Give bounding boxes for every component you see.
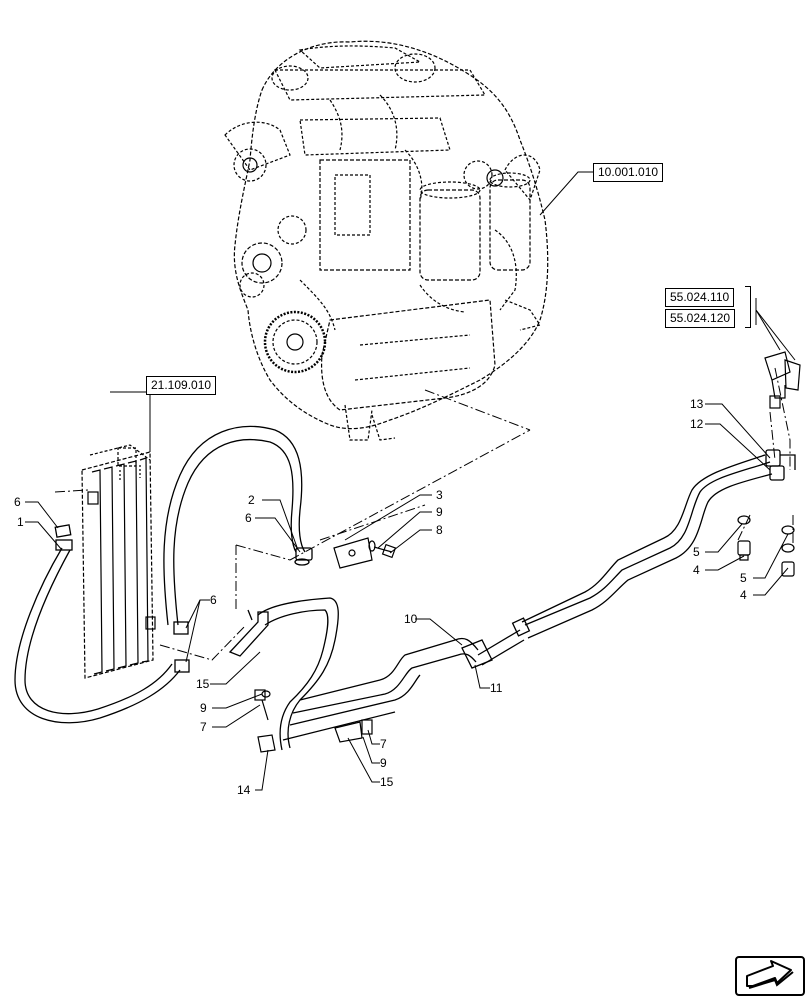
- callout-7-left: 7: [200, 720, 207, 734]
- reference-cooler[interactable]: 21.109.010: [146, 376, 217, 395]
- reference-valve-b[interactable]: 55.024.120: [665, 309, 736, 328]
- callout-14: 14: [237, 783, 251, 797]
- callout-10: 10: [404, 612, 418, 626]
- callout-11: 11: [490, 681, 503, 695]
- callout-6-hose-end: 6: [245, 511, 252, 525]
- reference-valve-a[interactable]: 55.024.110: [665, 288, 735, 307]
- callout-13: 13: [690, 397, 704, 411]
- callout-8: 8: [436, 523, 443, 537]
- reference-bracket: [745, 286, 751, 328]
- callout-2: 2: [248, 493, 255, 507]
- callout-4-left: 4: [693, 563, 700, 577]
- callout-5-left: 5: [693, 545, 700, 559]
- callout-15-right: 15: [380, 775, 394, 789]
- hoses: [14, 425, 313, 724]
- callout-9-right: 9: [380, 756, 387, 770]
- callout-6-top-left: 6: [14, 495, 21, 509]
- callout-9-bracket: 9: [436, 505, 443, 519]
- assembly-centerlines: [54, 367, 794, 661]
- callout-1: 1: [17, 515, 24, 529]
- callout-3: 3: [436, 488, 443, 502]
- callout-5-right: 5: [740, 571, 747, 585]
- callout-12: 12: [690, 417, 704, 431]
- reference-engine[interactable]: 10.001.010: [593, 163, 664, 182]
- callout-6-cooler-clamps: 6: [210, 593, 217, 607]
- hydraulic-pipes: [228, 449, 796, 751]
- oil-cooler: [81, 444, 156, 679]
- callout-9-left: 9: [200, 701, 207, 715]
- next-page-arrow-icon[interactable]: [735, 956, 805, 996]
- engine-assembly: [224, 40, 549, 441]
- callout-7-right: 7: [380, 737, 387, 751]
- callout-15-left: 15: [196, 677, 210, 691]
- callout-4-right: 4: [740, 588, 747, 602]
